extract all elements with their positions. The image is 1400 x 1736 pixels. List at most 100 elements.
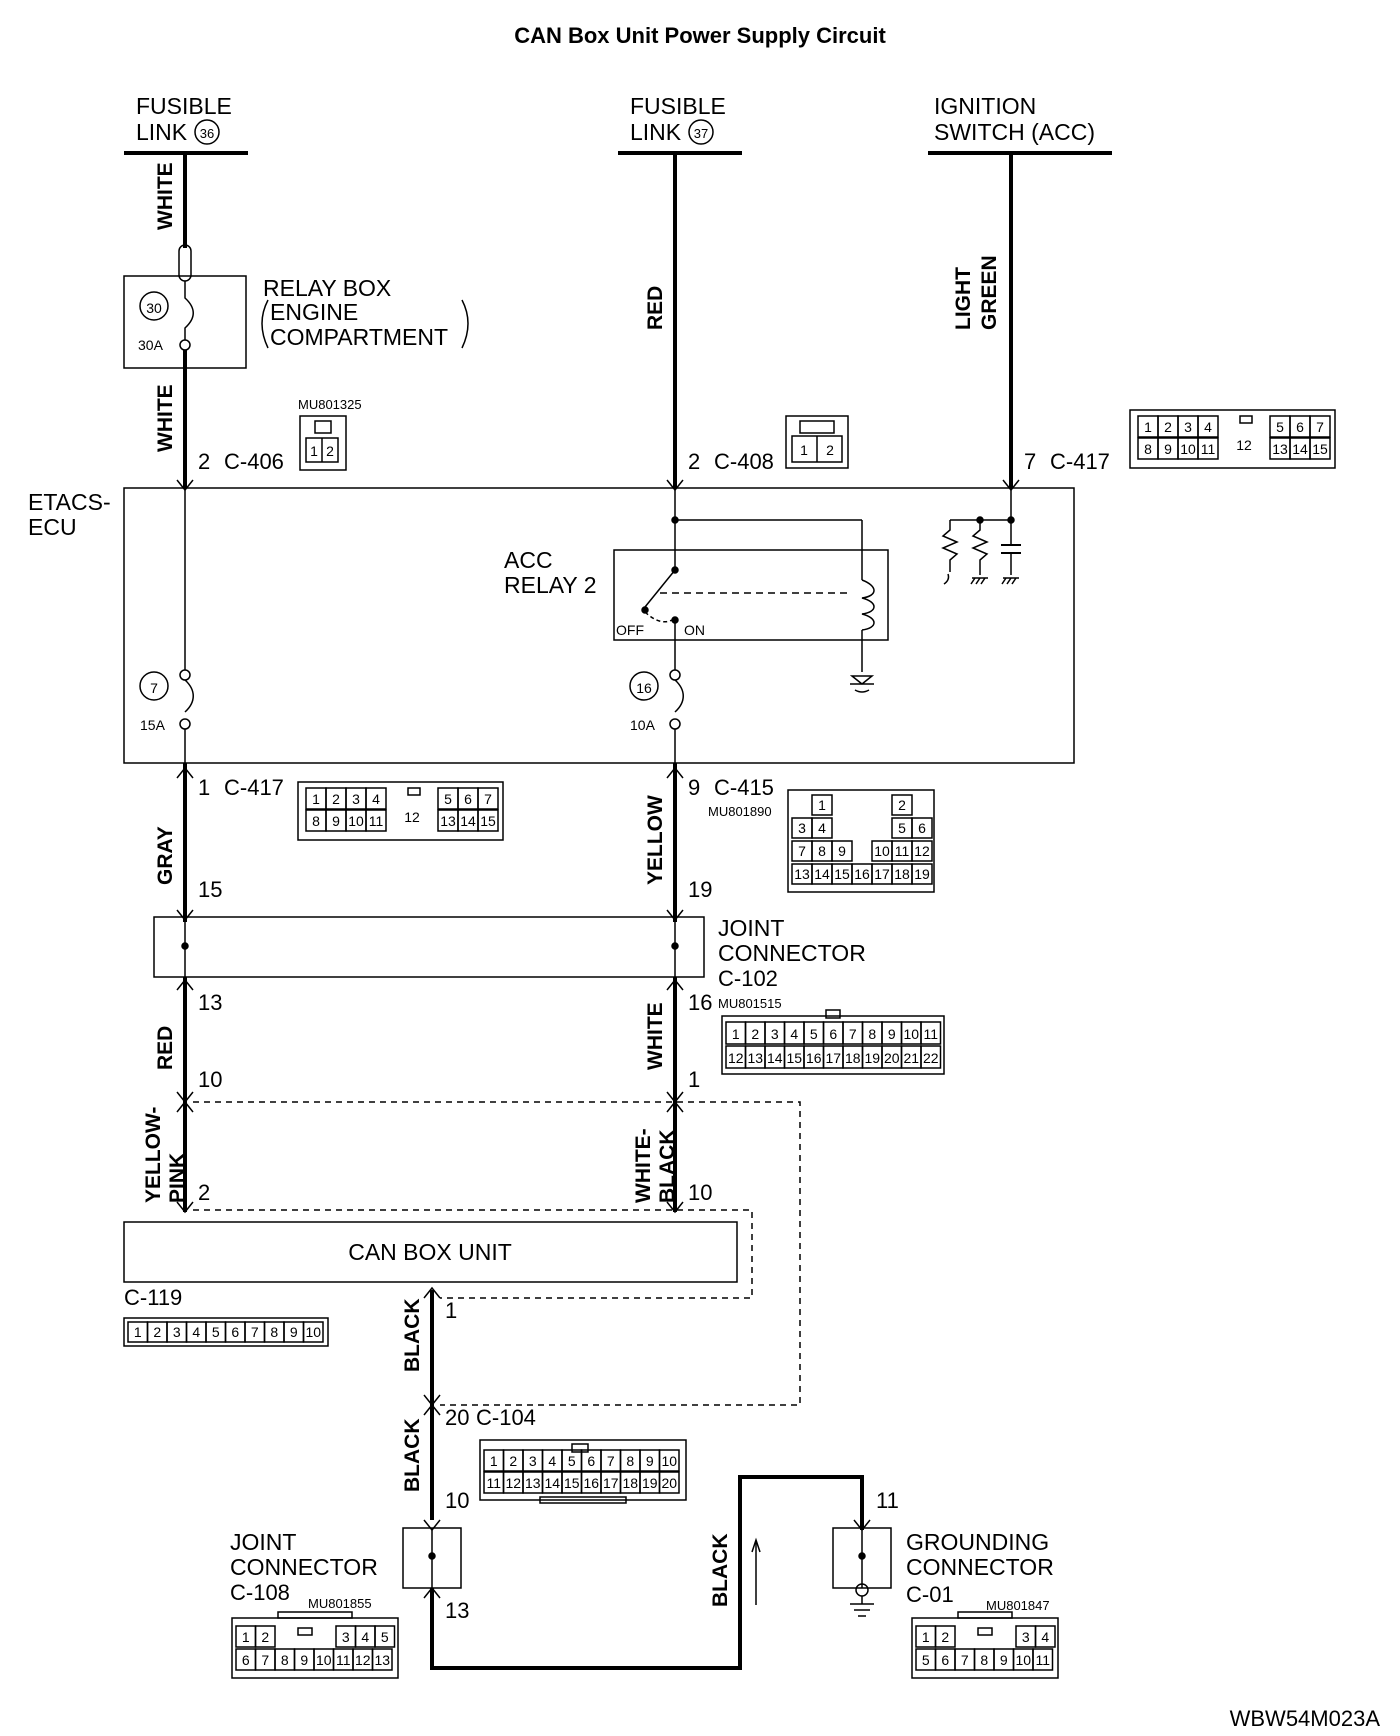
c415-cell [911, 817, 933, 839]
c119-pin-label: 1 [134, 1324, 142, 1340]
c417-bot-grid-pin-label: 7 [484, 791, 492, 807]
c417-top-pin: 7 [1024, 449, 1036, 474]
c415-cell [891, 794, 913, 816]
c417-bot-pin: 1 [198, 775, 210, 800]
c406-pin2: 2 [326, 443, 334, 459]
c415-pin: 9 [688, 775, 700, 800]
relay-box-fuse-rating: 30A [138, 337, 164, 353]
c104-pin-label: 9 [646, 1453, 654, 1469]
c415-pin-label: 2 [898, 797, 906, 813]
c108-pin-label: 12 [355, 1652, 371, 1668]
c102-pin-label: 16 [806, 1050, 822, 1066]
c104-pin-label: 10 [661, 1453, 677, 1469]
c108-pin-label: 8 [281, 1652, 289, 1668]
c102-pin-label: 1 [732, 1026, 740, 1042]
c104-key [571, 1443, 589, 1453]
relay-box-fuse-circle [139, 291, 169, 321]
c01-part: MU801847 [986, 1598, 1050, 1613]
c01-key [977, 1627, 993, 1636]
c415-pin-label: 17 [874, 866, 890, 882]
c01-pin-label: 4 [1041, 1629, 1049, 1645]
wire-label-light: LIGHT [952, 267, 975, 330]
c119-pin-label: 3 [173, 1324, 181, 1340]
c108-label-2: CONNECTOR [230, 1554, 378, 1580]
c108-pin-label: 6 [242, 1652, 250, 1668]
c102-cell [920, 1021, 942, 1045]
c108-cell [371, 1648, 393, 1671]
fusible-link-37-num: 37 [694, 126, 708, 141]
c415-housing [787, 789, 935, 893]
c108-top-latch [277, 1611, 353, 1619]
relay-off-label: OFF [616, 622, 644, 638]
fusible-link-37-line2: LINK [630, 119, 682, 145]
c01-pin-label: 6 [941, 1652, 949, 1668]
fusible-link-37-line1: FUSIBLE [630, 93, 726, 119]
c417-top-grid-pin-label: 11 [1201, 441, 1216, 457]
c408-pin1: 1 [800, 442, 808, 458]
c415-pin-label: 7 [798, 843, 806, 859]
wire-black-3 [430, 1475, 864, 1670]
c104-pin-label: 2 [509, 1453, 517, 1469]
c104-pin-label: 4 [548, 1453, 556, 1469]
c108-cell [254, 1625, 276, 1648]
c417-top-grid-pin-label: 3 [1184, 419, 1192, 435]
c417-top-grid-cell [1197, 437, 1219, 460]
c417-top-grid-pin-label: 15 [1312, 441, 1328, 457]
c119-pin-label: 4 [192, 1324, 200, 1340]
c406-housing [299, 415, 347, 471]
wire-label-red-1: RED [644, 286, 667, 330]
c417-bot-grid-pin-label: 11 [369, 813, 384, 829]
c417-bot-grid-pin-label: 13 [440, 813, 456, 829]
arrow-c119-out-left [176, 1100, 194, 1113]
c108-pin-label: 4 [361, 1629, 369, 1645]
relay-box-label-1: RELAY BOX [263, 275, 391, 301]
c108-pin-label: 1 [242, 1629, 250, 1645]
c104-pin-label: 15 [564, 1475, 580, 1491]
c104-housing [479, 1439, 687, 1501]
c102-pin-16: 16 [688, 990, 712, 1015]
fusible-link-36: FUSIBLE LINK 36 [124, 93, 248, 155]
wire-label-white-1: WHITE [154, 162, 177, 230]
wire-label-yellow-pink-2: PINK [166, 1153, 189, 1203]
c102-pin-label: 4 [790, 1026, 798, 1042]
c108-label-1: JOINT [230, 1529, 296, 1555]
c417-top-name: C-417 [1050, 449, 1110, 474]
c104-pin-label: 6 [587, 1453, 595, 1469]
c102-pin-label: 17 [825, 1050, 841, 1066]
c01-pin: 11 [876, 1488, 899, 1513]
c01-cell [1032, 1648, 1054, 1671]
c102-pin-label: 10 [903, 1026, 919, 1042]
c01-top-latch [957, 1611, 1013, 1619]
relay-box-paren-left [261, 299, 269, 349]
c417-top-grid-pin-label: 7 [1316, 419, 1324, 435]
ground-icon [850, 1596, 874, 1617]
fuse7-circle [139, 671, 169, 701]
c417-bot-grid-cell [365, 809, 387, 832]
c408-name: C-408 [714, 449, 774, 474]
relay-switch-arm [644, 569, 676, 608]
fuse7-num: 7 [150, 680, 158, 696]
c108-key [297, 1627, 313, 1636]
c417-bot-grid-key [407, 787, 421, 796]
c417-bot-grid-pin-label: 14 [460, 813, 476, 829]
fuse16-terminal-top [669, 669, 681, 681]
c417-top-grid-pin-label: 5 [1276, 419, 1284, 435]
c01-pin-label: 11 [1035, 1652, 1050, 1668]
c104-pin: 20 [445, 1405, 469, 1430]
c417-bot-grid-pin-label: 4 [372, 791, 380, 807]
c108-pin-label: 11 [336, 1652, 351, 1668]
c01-pin-label: 9 [1000, 1652, 1008, 1668]
c417-bot-grid-cell [477, 809, 499, 832]
c102-part: MU801515 [718, 996, 782, 1011]
c102-right-node [671, 942, 679, 950]
c417-bot-grid-pin-label: 6 [464, 791, 472, 807]
c417-bot-grid-pin-label: 3 [352, 791, 360, 807]
c102-pin-label: 21 [903, 1050, 919, 1066]
c104-pin-label: 19 [642, 1475, 658, 1491]
c108-name: C-108 [230, 1580, 290, 1605]
capacitor-ground [1001, 577, 1019, 585]
shield-outline-inner [193, 1209, 753, 1299]
c102-pin-label: 13 [747, 1050, 763, 1066]
